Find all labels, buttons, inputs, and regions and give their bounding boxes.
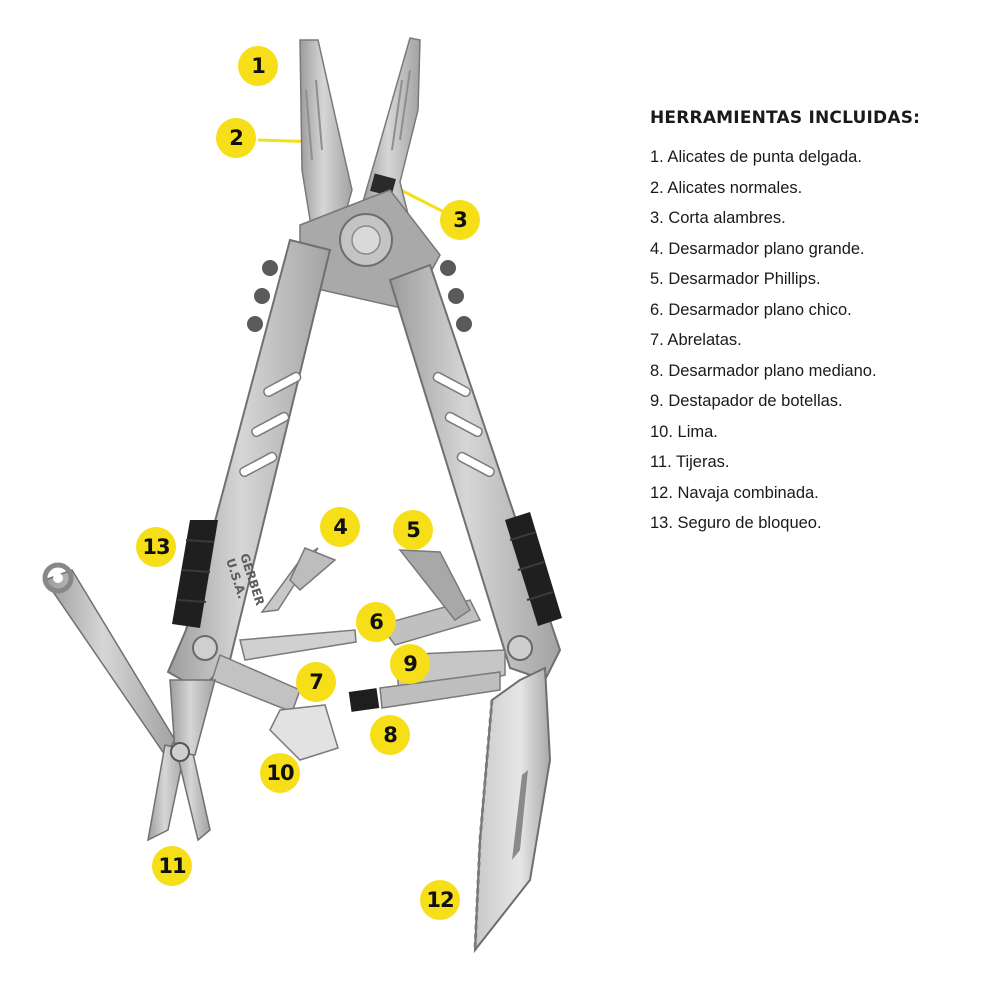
callout-6: 6: [356, 602, 396, 642]
combination-knife: [473, 666, 552, 954]
callout-10: 10: [260, 753, 300, 793]
legend-item: 12. Navaja combinada.: [650, 483, 819, 502]
callout-1: 1: [238, 46, 278, 86]
legend-item: 7. Abrelatas.: [650, 331, 742, 349]
leader-lines: [257, 138, 449, 216]
left-handle: [166, 238, 332, 692]
callout-2: 2: [216, 118, 256, 158]
legend-item: 8. Desarmador plano mediano.: [650, 361, 877, 380]
legend-item: 11. Tijeras.: [650, 453, 730, 471]
legend-title: HERRAMIENTAS INCLUIDAS:: [650, 108, 921, 128]
legend-item: 13. Seguro de bloqueo.: [650, 514, 822, 532]
legend-item: 3. Corta alambres.: [650, 209, 786, 227]
legend-item: 5. Desarmador Phillips.: [650, 270, 821, 288]
legend-item: 1. Alicates de punta delgada.: [650, 148, 862, 166]
callout-11: 11: [152, 846, 192, 886]
legend-item: 9. Destapador de botellas.: [650, 392, 843, 410]
tools-legend: HERRAMIENTAS INCLUIDAS: 1. Alicates de p…: [650, 108, 980, 539]
callout-3: 3: [440, 200, 480, 240]
callout-13: 13: [136, 527, 176, 567]
legend-item: 6. Desarmador plano chico.: [650, 300, 852, 319]
handle-screws: [247, 260, 472, 332]
legend-item: 10. Lima.: [650, 422, 718, 441]
scissors: [42, 562, 216, 842]
callout-5: 5: [393, 510, 433, 550]
callout-7: 7: [296, 662, 336, 702]
legend-item: 2. Alicates normales.: [650, 178, 803, 197]
legend-item: 4. Desarmador plano grande.: [650, 239, 865, 258]
legend-list: 1. Alicates de punta delgada. 2. Alicate…: [650, 142, 980, 539]
right-handle: [388, 263, 562, 682]
callout-8: 8: [370, 715, 410, 755]
callout-4: 4: [320, 507, 360, 547]
callout-12: 12: [420, 880, 460, 920]
callout-9: 9: [390, 644, 430, 684]
